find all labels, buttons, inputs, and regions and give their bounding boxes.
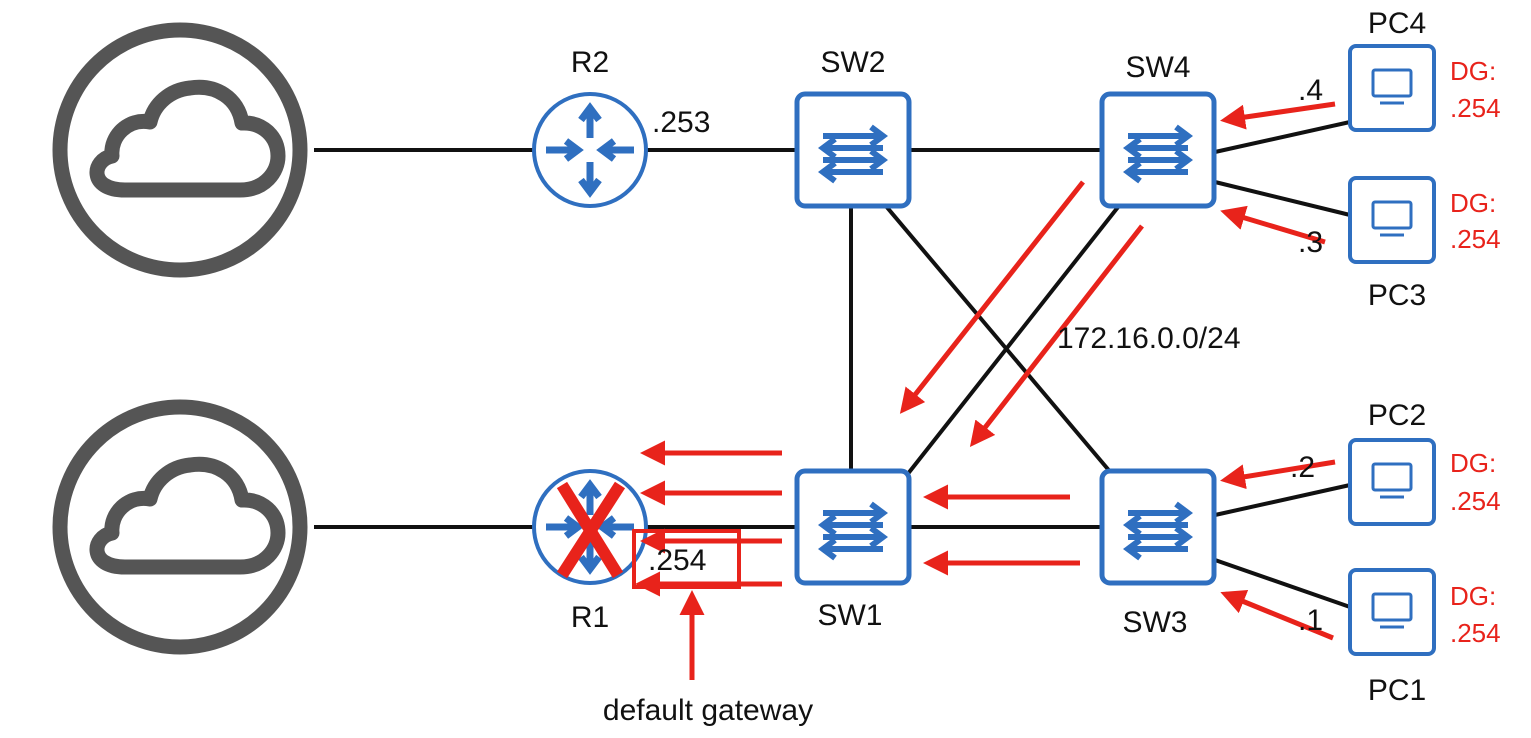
pc-icon bbox=[1348, 176, 1436, 264]
pc3-dg-value: .254 bbox=[1450, 224, 1501, 254]
pc4-ip-label: .4 bbox=[1298, 74, 1323, 107]
pc2-ip-label: .2 bbox=[1290, 451, 1315, 484]
switch-icon bbox=[1102, 94, 1214, 206]
sw4-label: SW4 bbox=[1125, 51, 1190, 84]
switch-icon bbox=[1102, 471, 1214, 583]
sw2-label: SW2 bbox=[820, 46, 885, 79]
pc2-label: PC2 bbox=[1368, 399, 1426, 432]
pc1-dg-value: .254 bbox=[1450, 618, 1501, 648]
pc1-label: PC1 bbox=[1368, 674, 1426, 707]
cloud-icon bbox=[60, 30, 300, 270]
r2-ip-label: .253 bbox=[652, 106, 710, 139]
pc4-dg-value: .254 bbox=[1450, 93, 1501, 123]
sw1-label: SW1 bbox=[817, 599, 882, 632]
pc-icon bbox=[1348, 568, 1436, 656]
pc2-dg-prefix: DG: bbox=[1450, 448, 1496, 478]
traffic-arrows bbox=[635, 101, 1336, 680]
link-sw2-sw3 bbox=[883, 203, 1114, 476]
r2-label: R2 bbox=[571, 46, 609, 79]
pc3-label: PC3 bbox=[1368, 279, 1426, 312]
pc-icon bbox=[1348, 44, 1436, 132]
link-sw4-pc3 bbox=[1214, 180, 1351, 217]
r1-ip-label: .254 bbox=[648, 544, 706, 577]
switch-icon bbox=[797, 94, 909, 206]
link-sw4-sw1 bbox=[901, 200, 1124, 482]
x-mark-icon bbox=[556, 481, 626, 579]
sw3-label: SW3 bbox=[1122, 606, 1187, 639]
default-gateway-callout: default gateway bbox=[603, 694, 813, 727]
pc-icon bbox=[1348, 438, 1436, 526]
gateway-highlight-box bbox=[632, 529, 741, 589]
pc1-dg-prefix: DG: bbox=[1450, 581, 1496, 611]
pc2-dg-value: .254 bbox=[1450, 486, 1501, 516]
pc1-ip-label: .1 bbox=[1298, 604, 1323, 637]
router-icon bbox=[534, 94, 646, 206]
link-sw4-pc4 bbox=[1214, 120, 1351, 154]
pc4-label: PC4 bbox=[1368, 7, 1426, 40]
r1-label: R1 bbox=[571, 601, 609, 634]
link-sw3-pc2 bbox=[1214, 483, 1351, 517]
link-sw3-pc1 bbox=[1214, 558, 1351, 609]
pc4-dg-prefix: DG: bbox=[1450, 56, 1496, 86]
cloud-icon bbox=[60, 407, 300, 647]
pc3-dg-prefix: DG: bbox=[1450, 188, 1496, 218]
subnet-label: 172.16.0.0/24 bbox=[1057, 322, 1241, 355]
pc3-ip-label: .3 bbox=[1298, 226, 1323, 259]
switch-icon bbox=[797, 471, 909, 583]
